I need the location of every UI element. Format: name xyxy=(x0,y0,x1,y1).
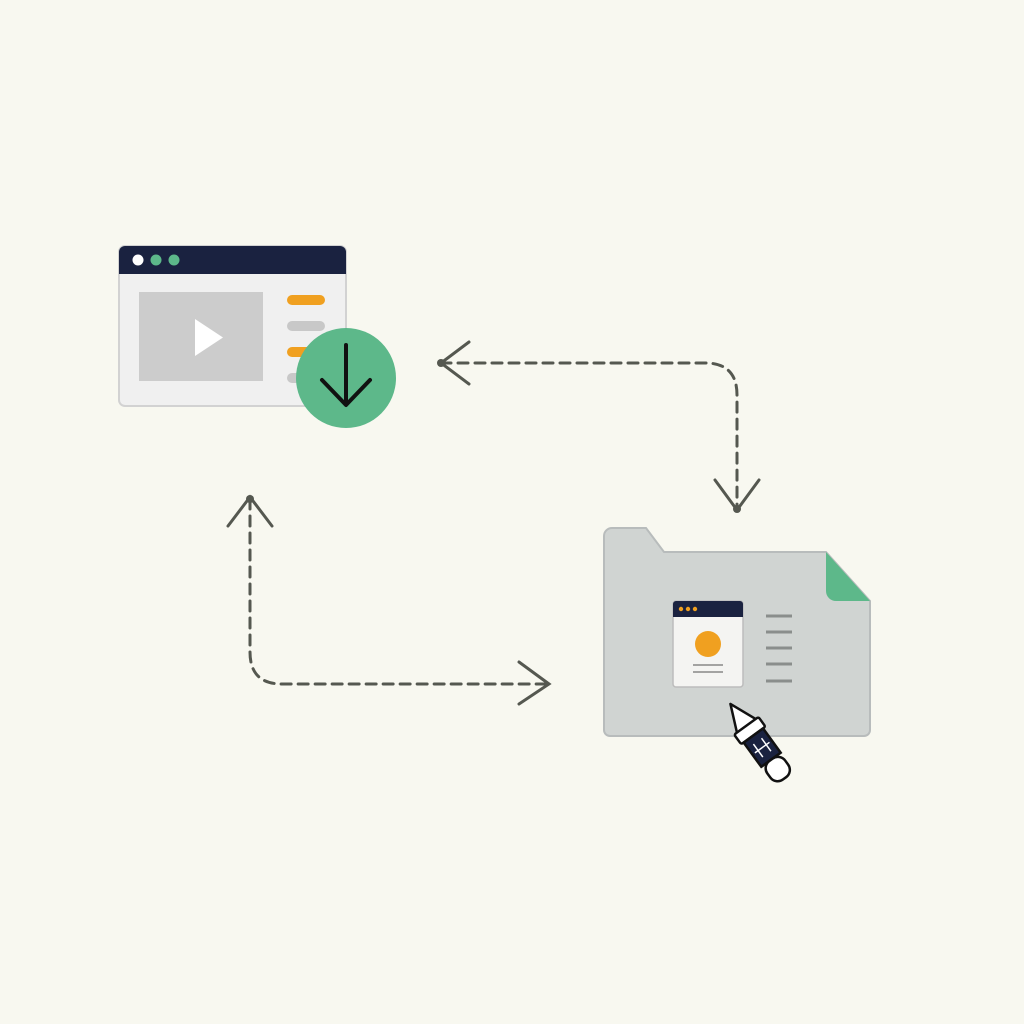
document-card-titlebar xyxy=(673,601,743,617)
connector-bottom-dot-top xyxy=(246,495,254,503)
connector-download-to-folder xyxy=(437,340,761,513)
connector-bottom-line xyxy=(248,497,550,686)
download-arrow-head xyxy=(320,378,372,407)
document-image-circle xyxy=(695,631,721,657)
play-icon xyxy=(195,319,223,356)
content-line-orange xyxy=(287,295,325,305)
eyedropper-bulb xyxy=(764,755,792,783)
document-card-icon xyxy=(672,600,744,688)
document-dot-2 xyxy=(685,606,691,612)
download-arrow-icon xyxy=(296,328,396,428)
browser-window-titlebar xyxy=(119,246,346,274)
eyedropper-icon xyxy=(729,702,792,783)
folder-corner-fold xyxy=(826,552,870,601)
eyedropper-marking-3 xyxy=(754,741,770,754)
document-dot-3 xyxy=(692,606,698,612)
browser-window-icon xyxy=(118,245,347,407)
window-dot-white xyxy=(132,254,144,266)
connector-folder-to-browser xyxy=(226,494,552,706)
connector-bottom-arrowhead-right xyxy=(517,660,552,706)
document-dot xyxy=(678,606,684,612)
content-line-gray xyxy=(287,321,325,331)
window-dot-green xyxy=(150,254,162,266)
connector-top-line xyxy=(439,361,739,510)
window-dot-green-2 xyxy=(168,254,180,266)
connector-top-dot-bottom xyxy=(733,505,741,513)
connector-top-dot-left xyxy=(437,359,445,367)
